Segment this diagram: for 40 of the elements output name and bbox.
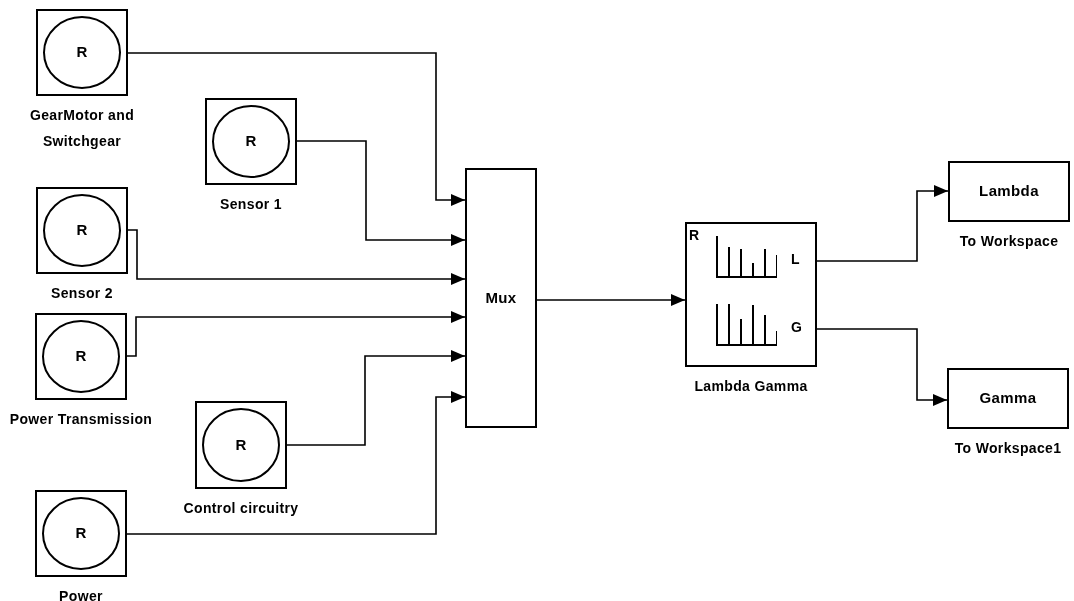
signal-arrow: [127, 229, 466, 285]
block-caption: Power Transmission: [8, 410, 154, 429]
block-label: Lambda: [979, 181, 1039, 202]
block-label: Gamma: [979, 388, 1037, 409]
workspace-block: [948, 161, 1070, 222]
source-block: [195, 401, 287, 489]
block-letter: R: [76, 220, 88, 241]
lambda-gamma-block: [685, 222, 817, 367]
signal-arrow: [126, 391, 466, 535]
block-caption: GearMotor and Switchgear: [28, 106, 136, 151]
block-letter: R: [689, 228, 700, 242]
port-label: L: [791, 252, 800, 266]
block-caption: Lambda Gamma: [693, 377, 809, 396]
mux-block: [465, 168, 537, 428]
port-label: G: [791, 320, 802, 334]
block-caption: Control circuitry: [182, 499, 300, 518]
source-block: [35, 490, 127, 577]
source-block: [36, 187, 128, 274]
source-block: [205, 98, 297, 185]
source-block: [36, 9, 128, 96]
signal-arrow: [536, 294, 686, 306]
block-caption: Power: [58, 587, 104, 601]
block-letter: R: [76, 42, 88, 63]
signal-arrow: [816, 185, 949, 262]
signal-arrow: [816, 328, 948, 406]
workspace-block: [947, 368, 1069, 429]
signal-arrow: [286, 350, 466, 446]
block-caption: Sensor 2: [50, 284, 114, 303]
block-caption: Sensor 1: [219, 195, 283, 214]
block-caption: To Workspace1: [953, 439, 1063, 458]
block-letter: R: [245, 131, 257, 152]
signal-arrow: [127, 52, 466, 206]
block-letter: R: [75, 523, 87, 544]
signal-arrow: [126, 311, 466, 357]
block-letter: R: [75, 346, 87, 367]
block-caption: To Workspace: [958, 232, 1060, 251]
block-letter: R: [235, 434, 247, 455]
source-block: [35, 313, 127, 400]
block-label: Mux: [485, 287, 517, 308]
signal-arrow: [296, 140, 466, 246]
